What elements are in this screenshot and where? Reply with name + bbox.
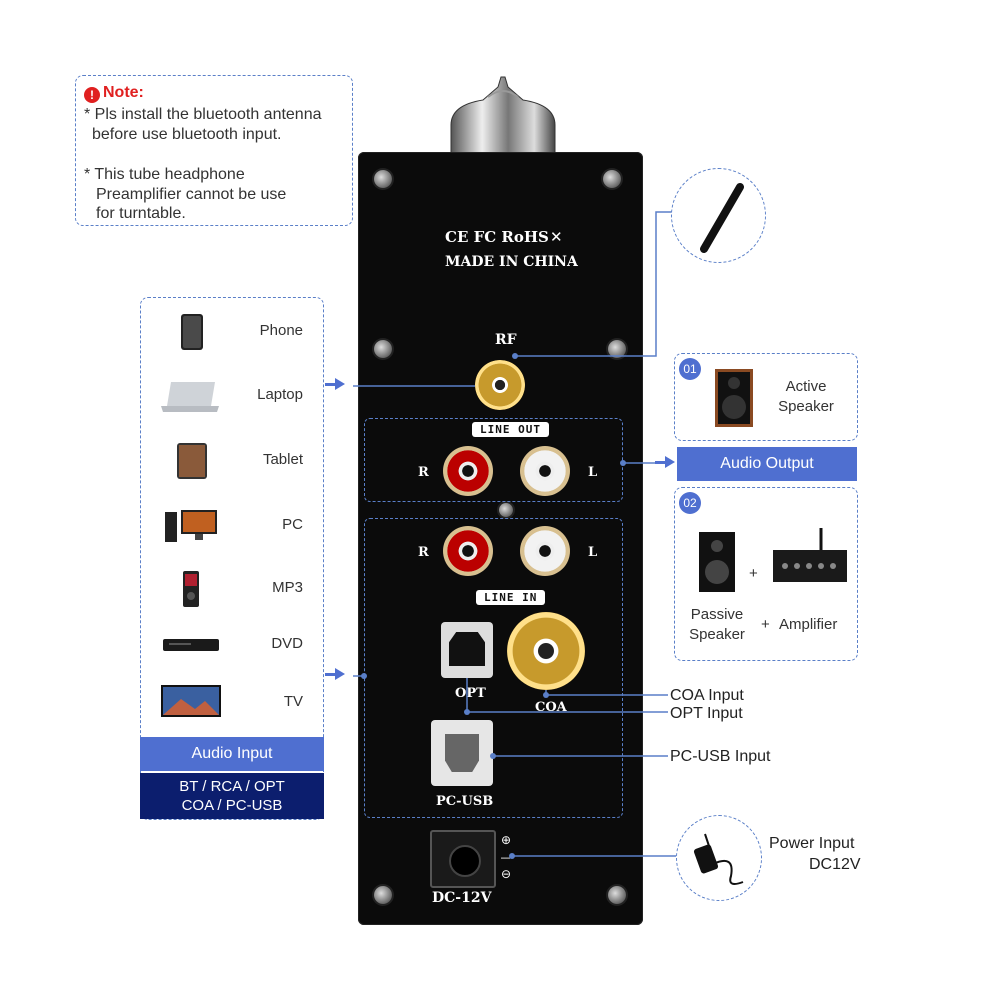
arrow-to-line-in [325, 673, 337, 676]
device-label: Laptop [257, 386, 303, 403]
opt-input-callout: OPT Input [670, 705, 743, 722]
power-adapter-callout [676, 815, 762, 901]
device-row-pc: PC [141, 500, 325, 550]
note-line-4: Preamplifier cannot be use [96, 186, 287, 203]
arrow-right-icon [335, 378, 345, 390]
line-in-l-label: L [588, 545, 598, 560]
antenna-icon [700, 183, 744, 253]
device-label: PC [282, 516, 303, 533]
output-option-2-box: 02 + Passive Speaker + Amplifier [674, 487, 858, 661]
arrow-to-rf [325, 383, 337, 386]
note-title: !Note: [84, 84, 144, 103]
power-adapter-icon [693, 833, 744, 885]
line-in-area [364, 518, 623, 818]
device-row-dvd: DVD [141, 619, 325, 669]
pc-usb-label: PC-USB [436, 794, 494, 809]
device-label: Tablet [262, 451, 303, 468]
dc-power-jack[interactable] [430, 830, 496, 888]
laptop-icon [161, 382, 219, 412]
tablet-icon [177, 443, 207, 479]
note-box: !Note: * Pls install the bluetooth anten… [75, 75, 353, 226]
line-in-l-jack[interactable] [520, 526, 570, 576]
mp3-player-icon [183, 571, 199, 607]
usb-b-port[interactable] [431, 720, 493, 786]
arrow-right-icon [665, 456, 675, 468]
input-types-line-1: BT / RCA / OPT [179, 778, 285, 795]
screw-icon [608, 886, 626, 904]
power-input-label: Power Input [769, 835, 855, 852]
note-line-2: before use bluetooth input. [92, 126, 282, 143]
active-speaker-label-1: Active [785, 378, 827, 395]
device-row-mp3: MP3 [141, 563, 325, 613]
input-devices-box: Phone Laptop Tablet PC MP3 DVD TV [140, 297, 324, 820]
screw-icon [603, 170, 621, 188]
rf-antenna-connector[interactable] [475, 360, 525, 410]
note-line-5: for turntable. [96, 205, 186, 222]
weee-icon: ✕ [550, 229, 563, 246]
option-number: 01 [679, 358, 701, 380]
line-out-l-jack[interactable] [520, 446, 570, 496]
dc-12v-label: DC-12V [432, 890, 492, 906]
note-line-1: * Pls install the bluetooth antenna [84, 106, 322, 123]
active-speaker-icon [715, 369, 753, 427]
dvd-player-icon [163, 639, 219, 651]
screw-icon [374, 340, 392, 358]
note-line-3: * This tube headphone [84, 166, 245, 183]
screw-icon [374, 886, 392, 904]
line-out-r-jack[interactable] [443, 446, 493, 496]
line-out-label: LINE OUT [472, 422, 549, 437]
passive-speaker-label-2: Speaker [689, 626, 745, 643]
arrow-right-icon [335, 668, 345, 680]
phone-icon [181, 314, 203, 350]
note-title-text: Note: [103, 84, 144, 101]
device-row-tv: TV [141, 677, 325, 727]
audio-input-bar: Audio Input [140, 737, 324, 771]
device-row-tablet: Tablet [141, 435, 325, 485]
device-label: MP3 [272, 579, 303, 596]
pc-icon [165, 510, 217, 542]
device-label: DVD [271, 635, 303, 652]
output-option-1-box: 01 Active Speaker [674, 353, 858, 441]
tv-icon [161, 685, 221, 717]
made-in-china: MADE IN CHINA [445, 254, 578, 270]
coa-label: COA [535, 700, 567, 715]
audio-output-bar: Audio Output [677, 447, 857, 481]
plus-sign: + [761, 616, 770, 633]
option-number: 02 [679, 492, 701, 514]
line-out-r-label: R [418, 465, 429, 480]
audio-input-types: BT / RCA / OPT COA / PC-USB [140, 773, 324, 819]
device-label: TV [283, 693, 303, 710]
screw-icon [374, 170, 392, 188]
amplifier-label: Amplifier [779, 616, 838, 633]
vacuum-tube [450, 76, 556, 160]
antenna-callout [671, 168, 766, 263]
line-in-r-label: R [418, 545, 429, 560]
pc-usb-input-callout: PC-USB Input [670, 748, 771, 765]
active-speaker-label-2: Speaker [778, 398, 834, 415]
coa-input-callout: COA Input [670, 687, 744, 704]
plus-sign: + [749, 565, 758, 582]
line-in-label: LINE IN [476, 590, 546, 605]
device-row-phone: Phone [141, 306, 325, 356]
rf-label: RF [495, 332, 517, 348]
arrow-to-output [655, 461, 667, 464]
device-row-laptop: Laptop [141, 370, 325, 420]
coaxial-port[interactable] [507, 612, 585, 690]
polarity-icon: ⊕—⊖ [501, 833, 513, 881]
opt-label: OPT [455, 686, 486, 701]
passive-speaker-icon [699, 532, 735, 592]
line-in-r-jack[interactable] [443, 526, 493, 576]
amplifier-icon [773, 528, 847, 582]
warning-icon: ! [84, 87, 100, 103]
ground-screw-icon [499, 503, 513, 517]
screw-icon [608, 340, 626, 358]
input-types-line-2: COA / PC-USB [181, 797, 283, 814]
device-label: Phone [259, 322, 303, 339]
optical-port[interactable] [441, 622, 493, 678]
power-dc12v-label: DC12V [809, 856, 861, 873]
passive-speaker-label-1: Passive [690, 606, 744, 623]
cert-marks: CE FC RoHS [445, 228, 549, 246]
line-out-l-label: L [588, 465, 598, 480]
